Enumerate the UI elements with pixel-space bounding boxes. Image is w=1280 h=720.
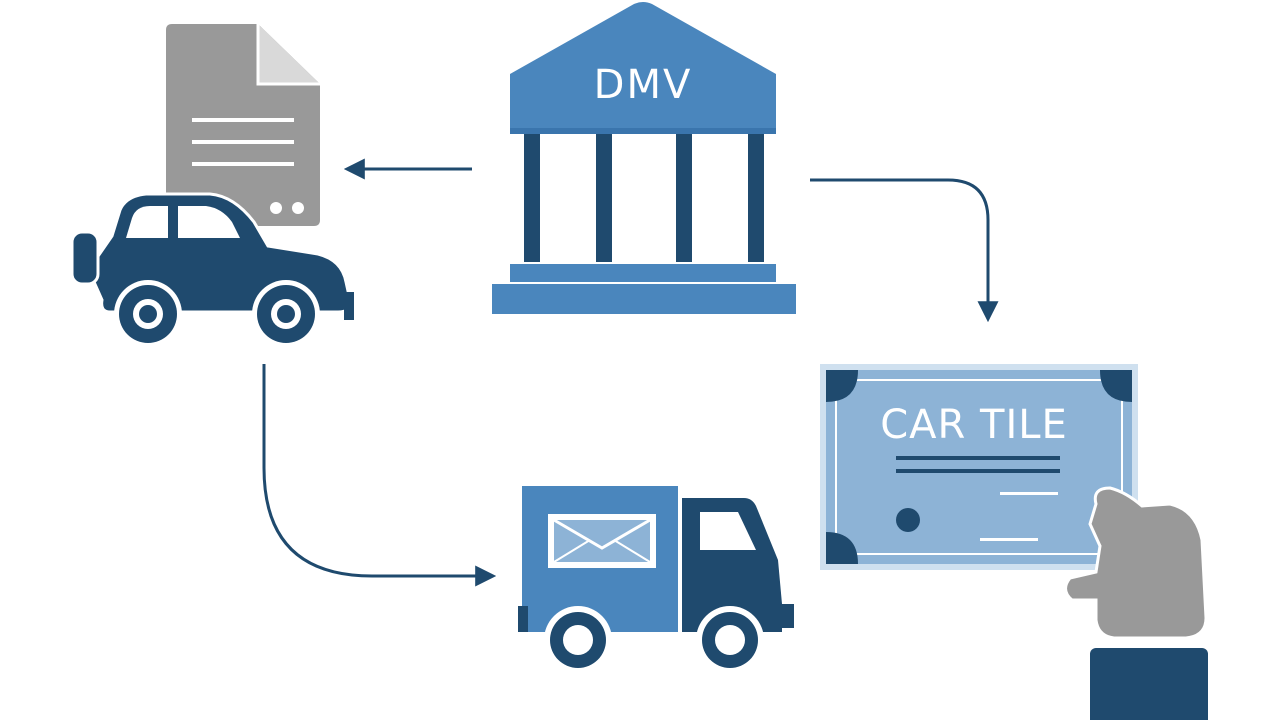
mail-truck-icon — [518, 486, 794, 674]
car-title-certificate-icon: CAR TILE — [820, 364, 1138, 570]
car-icon — [70, 192, 354, 348]
dmv-building-icon: DMV — [492, 2, 796, 314]
hand-icon — [1064, 486, 1208, 720]
arrow-car-to-mail-truck — [262, 364, 497, 587]
arrow-dmv-to-title — [810, 178, 999, 323]
dmv-label: DMV — [594, 62, 693, 108]
car-title-label: CAR TILE — [880, 402, 1068, 448]
document-icon — [166, 24, 320, 226]
